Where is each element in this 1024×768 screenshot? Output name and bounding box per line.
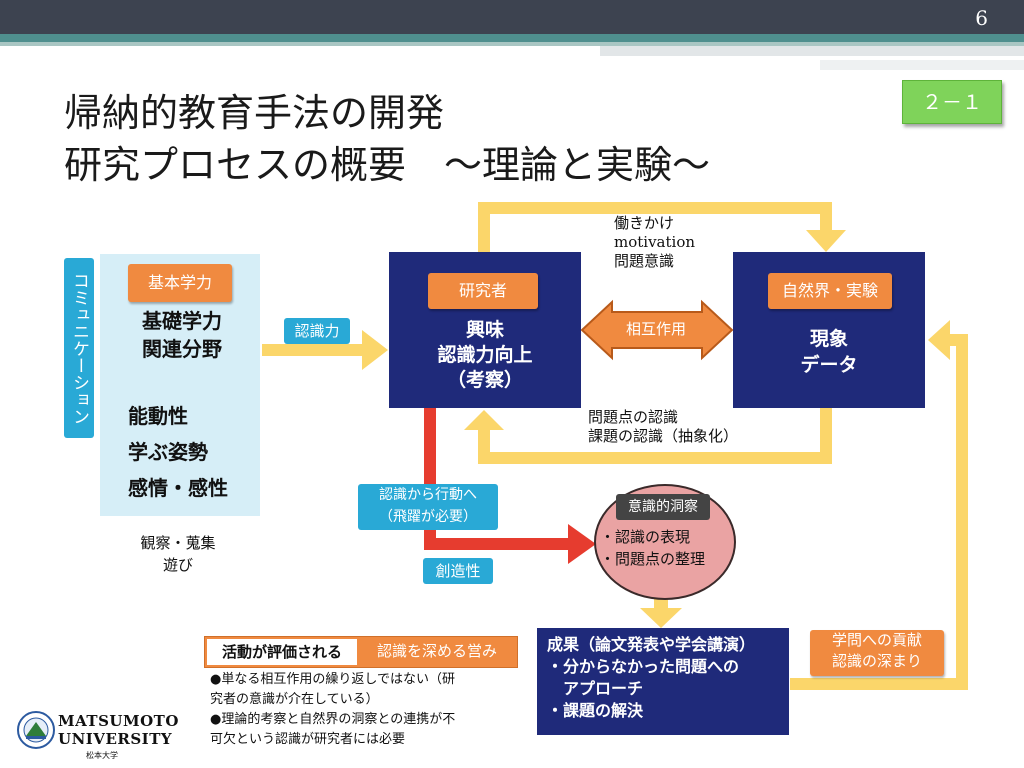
researcher-line3: （考察） (446, 369, 523, 391)
action-line1: 認識から行動へ (379, 487, 477, 503)
problem-line2: 課題の認識（抽象化） (588, 427, 739, 445)
header-stripe (0, 34, 1024, 42)
researcher-body: 興味 認識力向上 （考察） (389, 318, 581, 393)
problem-recognition-text: 問題点の認識 課題の認識（抽象化） (588, 408, 738, 446)
insight-title: 意識的洞察 (616, 494, 710, 520)
observe-line2: 遊び (162, 556, 193, 574)
action-label: 認識から行動へ （飛躍が必要） (358, 484, 498, 530)
affect-list: 能動性 学ぶ姿勢 感情・感性 (128, 398, 258, 506)
motivation-text: 働きかけ motivation 問題意識 (614, 214, 695, 271)
slide-badge: ２－１ (902, 80, 1002, 124)
contrib-line2: 認識の深まり (831, 652, 922, 670)
evaluation-line1: ●単なる相互作用の繰り返しではない（研 (210, 672, 455, 687)
results-body: 成果（論文発表や学会講演） ・分からなかった問題への アプローチ ・課題の解決 (547, 634, 787, 722)
contribution-label: 学問への貢献 認識の深まり (810, 630, 944, 676)
action-line2: （飛躍が必要） (379, 509, 477, 525)
slide-title-line1: 帰納的教育手法の開発 (64, 91, 445, 135)
problem-arrowhead (464, 410, 504, 430)
problem-arrow (478, 408, 832, 464)
evaluation-left-label: 活動が評価される (206, 638, 358, 666)
basic-skills-body: 基礎学力 関連分野 (112, 307, 252, 363)
insight-body: ・認識の表現 ・問題点の整理 (600, 526, 730, 570)
observe-line1: 観察・蒐集 (140, 534, 216, 552)
problem-line1: 問題点の認識 (588, 408, 679, 426)
researcher-line2: 認識力向上 (437, 344, 533, 366)
insight-line1: ・認識の表現 (600, 528, 691, 546)
ninshikiryoku-arrowhead (362, 330, 388, 370)
affect-line3: 感情・感性 (128, 476, 228, 500)
action-arrowhead (568, 524, 596, 564)
logo-subtext: 松本大学 (86, 751, 118, 760)
motivation-arrow (478, 202, 832, 252)
logo-text-matsumoto: MATSUMOTO (58, 712, 179, 730)
contribution-arrowhead (928, 320, 950, 360)
nature-line1: 現象 (809, 328, 848, 350)
basic-skills-label: 基本学力 (128, 264, 232, 302)
header-shade-2 (820, 60, 1024, 70)
results-line2: ・分からなかった問題への (547, 657, 740, 676)
results-line1: 成果（論文発表や学会講演） (547, 635, 756, 654)
insight-arrowhead (640, 608, 682, 628)
top-bar (0, 0, 1024, 34)
observation-text: 観察・蒐集 遊び (108, 532, 248, 576)
logo-text-university: UNIVERSITY (58, 730, 173, 748)
contribution-arrow (790, 334, 968, 690)
evaluation-line3: ●理論的考察と自然界の洞察との連携が不 (210, 712, 456, 727)
nature-experiment-label: 自然界・実験 (768, 273, 892, 309)
communication-tab: コミュニケーション (64, 258, 94, 438)
results-line4: ・課題の解決 (547, 701, 644, 720)
evaluation-body: ●単なる相互作用の繰り返しではない（研 究者の意識が介在している） ●理論的考察… (210, 670, 526, 750)
affect-line2: 学ぶ姿勢 (128, 440, 208, 464)
nature-line2: データ (800, 354, 858, 376)
evaluation-right-label: 認識を深める営み (376, 642, 497, 660)
header-shade (600, 46, 1024, 56)
researcher-label: 研究者 (428, 273, 538, 309)
motivation-line2: motivation (614, 233, 696, 251)
motivation-arrowhead (806, 230, 846, 252)
contrib-line1: 学問への貢献 (831, 631, 922, 649)
evaluation-line2: 究者の意識が介在している） (210, 692, 379, 707)
results-box (537, 628, 789, 735)
creativity-label: 創造性 (423, 558, 493, 584)
basic-skills-line1: 基礎学力 (142, 309, 222, 333)
university-seal-icon (17, 711, 55, 749)
slide-title-line2: 研究プロセスの概要 ～理論と実験～ (64, 143, 711, 187)
results-line3: アプローチ (547, 679, 644, 698)
action-arrow (424, 408, 572, 550)
header-stripe-light (0, 42, 1024, 46)
recognition-ability-label: 認識力 (284, 318, 350, 344)
interaction-label: 相互作用 (625, 320, 686, 338)
affect-line1: 能動性 (128, 404, 188, 428)
motivation-line1: 働きかけ (614, 214, 675, 232)
ninshikiryoku-arrow-shaft (262, 344, 366, 356)
evaluation-line4: 可欠という認識が研究者には必要 (210, 732, 406, 747)
page-number: 6 (975, 6, 988, 30)
researcher-line1: 興味 (465, 319, 504, 341)
motivation-line3: 問題意識 (614, 252, 675, 270)
basic-skills-line2: 関連分野 (142, 337, 222, 361)
insight-line2: ・問題点の整理 (600, 550, 706, 568)
nature-experiment-body: 現象 データ (733, 326, 925, 378)
interaction-arrow (580, 299, 734, 361)
